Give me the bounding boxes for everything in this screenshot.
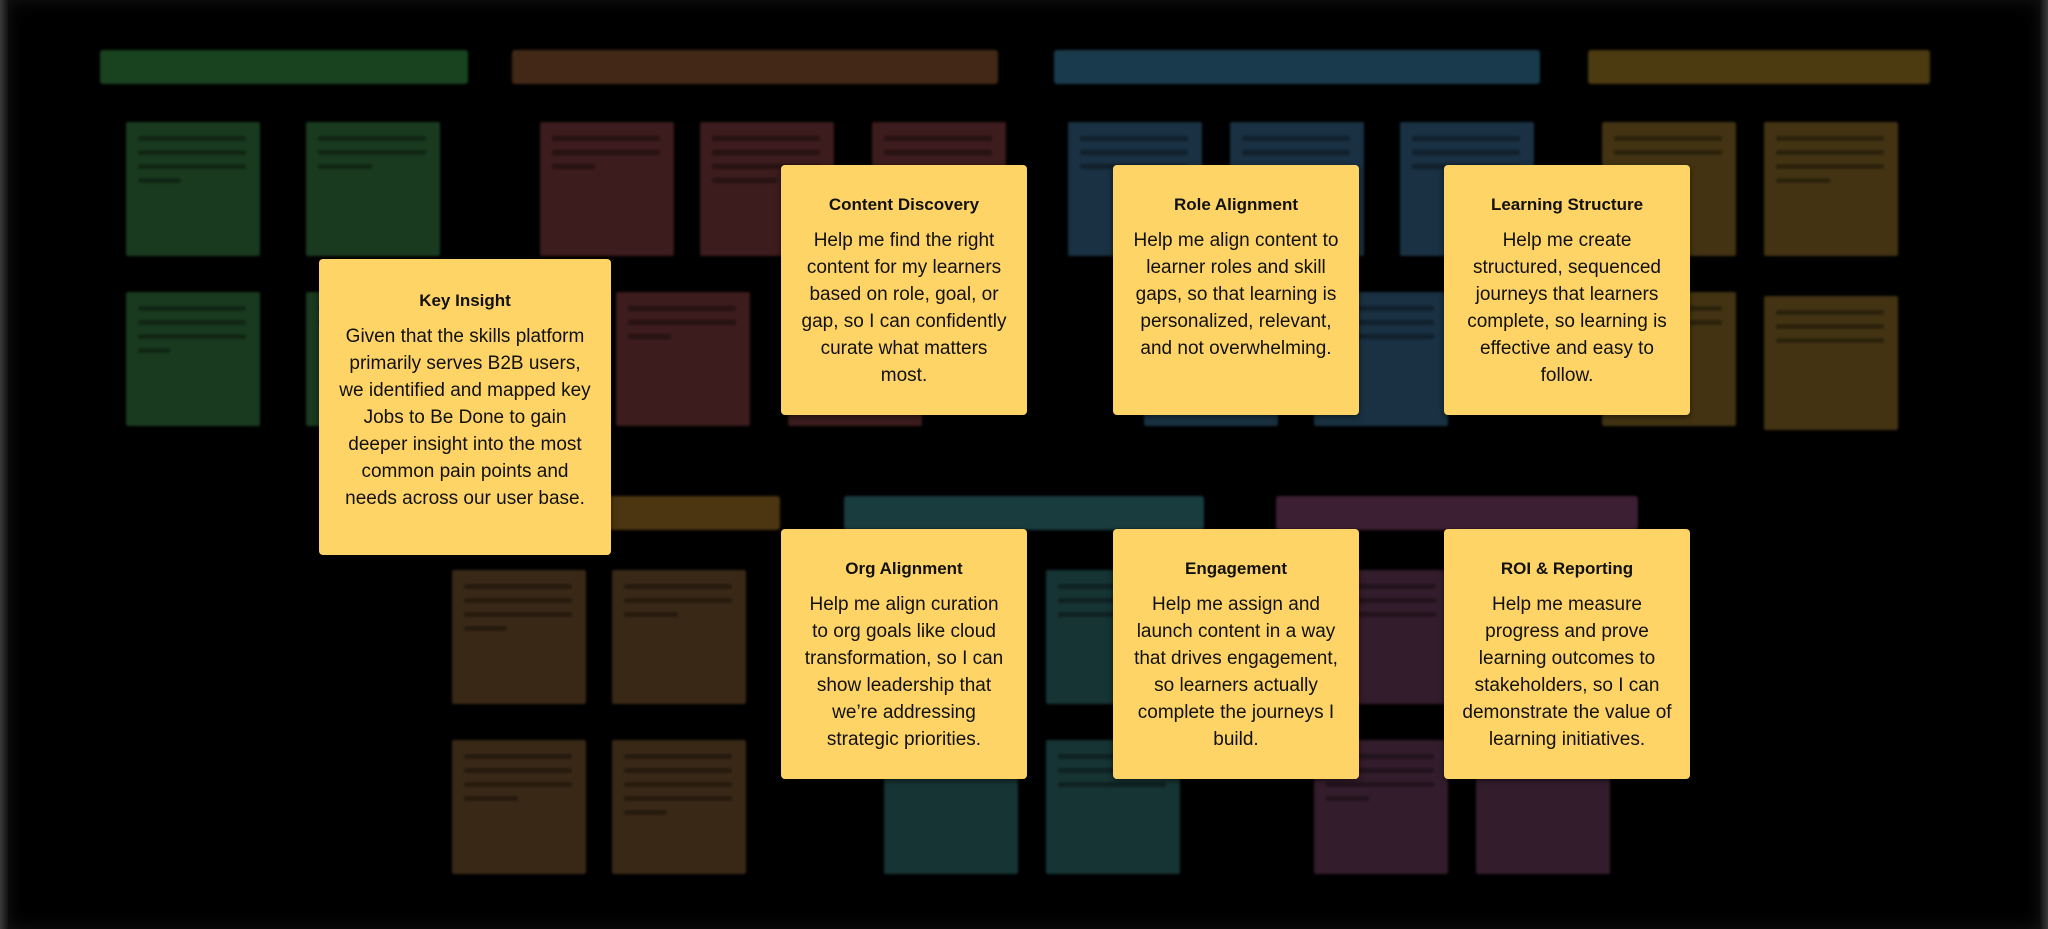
sticky-note-key-insight[interactable]: Key Insight Given that the skills platfo… <box>319 259 611 555</box>
window-edge-right <box>2040 0 2048 929</box>
group-header <box>100 50 468 84</box>
note-title: Role Alignment <box>1173 195 1299 214</box>
board-sticky <box>1764 122 1898 256</box>
board-sticky <box>540 122 674 256</box>
note-body: Help me measure progress and prove learn… <box>1462 594 1672 750</box>
note-title: Engagement <box>1184 559 1288 578</box>
board-sticky <box>126 122 260 256</box>
note-title: Org Alignment <box>845 559 963 578</box>
group-header <box>1276 496 1638 530</box>
note-body: Help me find the right content for my le… <box>801 230 1007 386</box>
group-header <box>844 496 1204 530</box>
window-edge-left <box>0 0 8 929</box>
board-sticky <box>306 122 440 256</box>
note-body: Help me create structured, sequenced jou… <box>1467 230 1667 386</box>
group-header <box>1588 50 1930 84</box>
note-body: Help me align curation to org goals like… <box>804 594 1004 750</box>
whiteboard-canvas[interactable]: Key Insight Given that the skills platfo… <box>8 0 2040 929</box>
board-sticky <box>1764 296 1898 430</box>
board-sticky <box>452 740 586 874</box>
note-title: Content Discovery <box>828 195 980 214</box>
note-title: Learning Structure <box>1490 195 1644 214</box>
group-header <box>512 50 998 84</box>
group-header <box>1054 50 1540 84</box>
sticky-note-roi-reporting[interactable]: ROI & Reporting Help me measure progress… <box>1444 529 1690 779</box>
board-sticky <box>126 292 260 426</box>
note-body: Help me assign and launch content in a w… <box>1134 594 1338 750</box>
sticky-note-org-alignment[interactable]: Org Alignment Help me align curation to … <box>781 529 1027 779</box>
dimmed-board <box>8 0 2040 929</box>
note-body: Help me align content to learner roles a… <box>1133 230 1339 359</box>
note-title: ROI & Reporting <box>1500 559 1634 578</box>
board-sticky <box>612 570 746 704</box>
board-sticky <box>1046 740 1180 874</box>
sticky-note-engagement[interactable]: Engagement Help me assign and launch con… <box>1113 529 1359 779</box>
board-sticky <box>452 570 586 704</box>
board-sticky <box>616 292 750 426</box>
note-body: Given that the skills platform primarily… <box>339 326 591 509</box>
sticky-note-learning-structure[interactable]: Learning Structure Help me create struct… <box>1444 165 1690 415</box>
sticky-note-content-discovery[interactable]: Content Discovery Help me find the right… <box>781 165 1027 415</box>
note-title: Key Insight <box>419 291 511 310</box>
board-sticky <box>612 740 746 874</box>
sticky-note-role-alignment[interactable]: Role Alignment Help me align content to … <box>1113 165 1359 415</box>
